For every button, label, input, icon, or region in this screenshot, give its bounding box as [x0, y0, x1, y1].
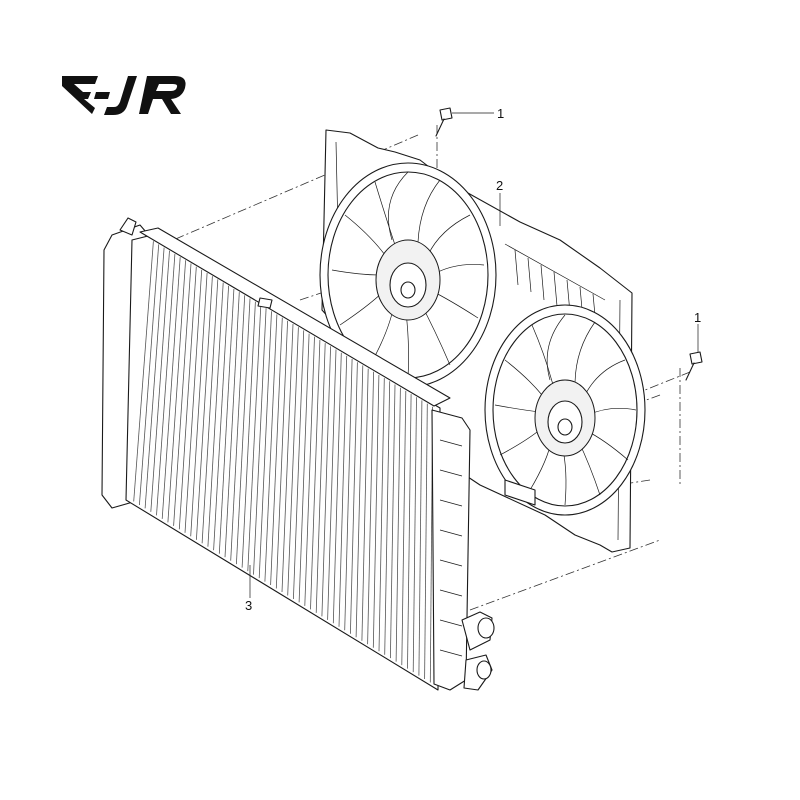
core-fin — [247, 304, 262, 572]
core-fin — [332, 352, 342, 624]
core-fin — [321, 346, 331, 617]
core-fin — [184, 269, 203, 533]
core-fin — [315, 343, 326, 613]
callout-leaders — [249, 112, 699, 598]
core-fin — [424, 403, 428, 680]
core-fin — [201, 279, 219, 544]
core-fin — [418, 400, 423, 676]
core-fin — [144, 247, 165, 509]
fan-shroud-assembly — [319, 129, 646, 553]
core-fin — [161, 257, 181, 519]
core-fin — [367, 371, 374, 645]
core-fin — [384, 381, 391, 655]
core-fin — [173, 263, 192, 526]
callout-1-lower: 1 — [694, 310, 701, 325]
core-fin — [287, 327, 299, 596]
core-fin — [298, 333, 310, 603]
bolt-upper — [435, 107, 453, 137]
core-fin — [236, 298, 251, 565]
lower-fan — [484, 304, 646, 516]
core-fin — [412, 397, 417, 673]
ejr-logo — [62, 76, 186, 115]
core-fin — [156, 253, 176, 516]
core-fin — [361, 368, 369, 641]
callout-1-upper: 1 — [497, 106, 504, 121]
core-fin — [344, 358, 353, 631]
shroud-louvres — [504, 243, 606, 327]
core-fin — [275, 320, 288, 589]
core-fin — [372, 374, 380, 648]
core-fin — [178, 266, 197, 530]
bolt-lower — [685, 351, 703, 381]
core-fin — [224, 292, 240, 558]
upper-fan — [319, 162, 497, 388]
core-fin — [196, 276, 213, 540]
core-fin — [167, 260, 186, 523]
radiator-assembly — [101, 217, 495, 691]
core-fin — [133, 241, 154, 502]
core-fin — [190, 272, 208, 537]
callout-3: 3 — [245, 598, 252, 613]
core-fin — [304, 336, 315, 606]
core-fin — [293, 330, 305, 600]
core-fin — [253, 308, 267, 575]
core-fin — [150, 250, 170, 512]
core-fin — [281, 323, 294, 593]
core-fin — [310, 339, 321, 610]
core-fin — [327, 349, 337, 620]
core-fin — [241, 301, 256, 568]
core-fin — [230, 295, 246, 561]
core-fin — [355, 365, 364, 638]
core-fin — [350, 362, 358, 634]
core-fin — [139, 244, 160, 506]
core-fin — [378, 378, 385, 652]
core-fin — [407, 394, 412, 669]
core-fin — [401, 390, 407, 666]
radiator-core-fins — [133, 241, 433, 683]
core-fin — [390, 384, 396, 659]
core-fin — [264, 314, 278, 582]
core-fin — [395, 387, 401, 662]
core-fin — [213, 285, 229, 551]
core-fin — [218, 288, 235, 554]
core-fin — [207, 282, 224, 547]
core-fin — [270, 317, 283, 586]
core-fin — [338, 355, 348, 627]
core-fin — [258, 311, 272, 579]
callout-2: 2 — [496, 178, 503, 193]
